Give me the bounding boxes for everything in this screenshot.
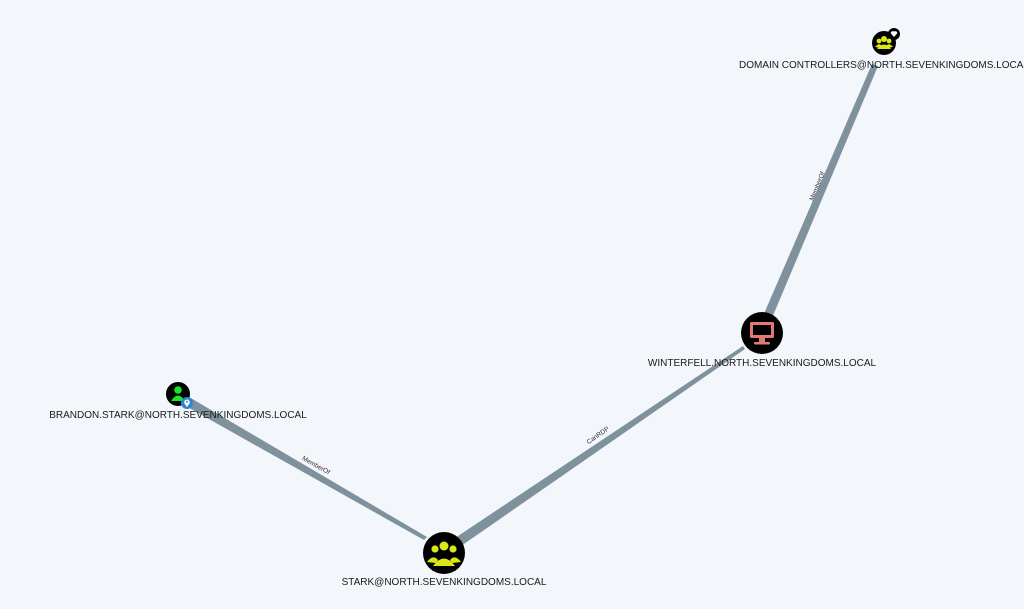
user-icon (171, 386, 185, 401)
node-label: WINTERFELL.NORTH.SEVENKINGDOMS.LOCAL (648, 358, 877, 369)
node-domain-controllers[interactable]: DOMAIN CONTROLLERS@NORTH.SEVENKINGDOMS.L… (739, 28, 1024, 71)
edge-stark-to-winterfell[interactable]: CanRDP (455, 346, 745, 546)
node-label: BRANDON.STARK@NORTH.SEVENKINGDOMS.LOCAL (49, 410, 307, 421)
edge-arrow-shape (184, 397, 427, 540)
node-label: DOMAIN CONTROLLERS@NORTH.SEVENKINGDOMS.L… (739, 60, 1024, 71)
group-icon (427, 541, 461, 566)
node-brandon-stark[interactable]: BRANDON.STARK@NORTH.SEVENKINGDOMS.LOCAL (49, 382, 307, 421)
edge-arrow-shape (763, 64, 878, 318)
location-pin-icon (181, 397, 193, 409)
node-winterfell[interactable]: WINTERFELL.NORTH.SEVENKINGDOMS.LOCAL (648, 312, 877, 369)
edge-arrow-shape (455, 346, 745, 546)
node-circle (423, 532, 465, 574)
node-label: STARK@NORTH.SEVENKINGDOMS.LOCAL (342, 577, 547, 588)
group-icon (875, 36, 893, 49)
crown-gem-icon (888, 28, 900, 40)
edge-winterfell-to-domain-controllers[interactable]: MemberOf (763, 64, 878, 318)
computer-icon (750, 322, 774, 345)
node-stark[interactable]: STARK@NORTH.SEVENKINGDOMS.LOCAL (342, 532, 547, 588)
